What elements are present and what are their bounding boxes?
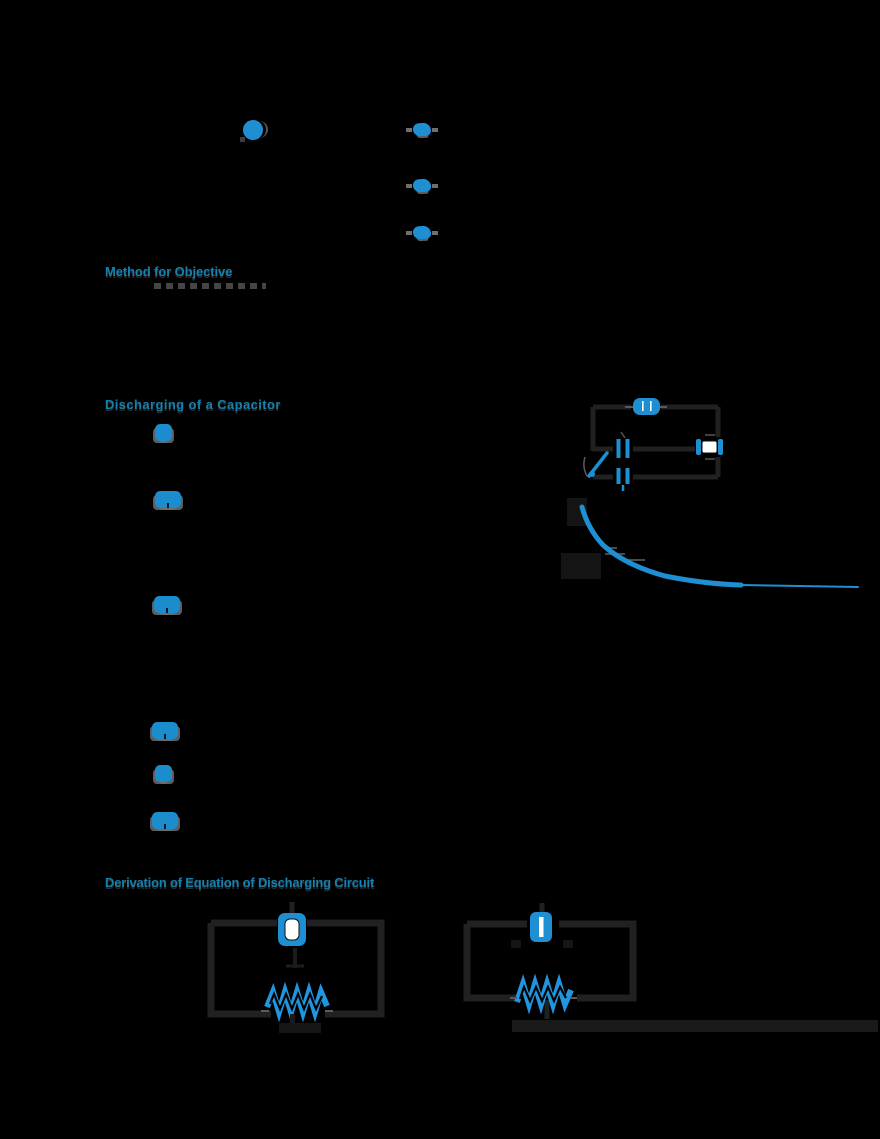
list-number-marker [155,491,181,508]
equation-marker-icon [406,224,438,242]
equation-marker-blob [412,122,432,137]
circle-badge-icon [240,120,268,142]
equation-marker-icon [406,177,438,195]
switch-symbol [583,451,609,478]
list-number-marker [152,812,178,829]
circuit-wires [590,404,721,480]
battery-symbol [625,398,667,415]
inner-wire-marks [286,948,304,968]
battery-symbol [530,912,552,942]
rc-circuit-figure [561,398,859,588]
discharge-circuit-lamp-figure [207,902,385,1033]
capacitor-symbol [616,431,630,458]
list-number-marker [155,424,172,441]
ghost-axis-label [561,553,601,579]
heading-discharging-of-a-capacitor: Discharging of a Capacitor [105,397,281,412]
inner-wire-marks [511,940,573,948]
equation-marker-icon [406,121,438,139]
equation-marker-blob [412,225,432,240]
decay-curve [579,504,859,588]
list-number-marker [155,765,172,782]
heading-derivation-of-equation: Derivation of Equation of Discharging Ci… [105,875,375,890]
caption-fragments [279,1014,321,1033]
list-number-marker [154,596,180,613]
resistor-symbol [510,973,577,1015]
heading-method-for-objective: Method for Objective [105,264,233,279]
list-number-marker [152,722,178,739]
discharge-circuit-battery-figure [463,903,637,1030]
lamp-symbol [278,913,306,946]
resistor-symbol [696,434,723,460]
illegible-text-fragments [154,283,266,289]
capacitor-symbol [616,468,630,491]
resistor-symbol [261,981,333,1023]
faint-text-band [512,1020,878,1032]
equation-marker-blob [412,178,432,193]
circuit-wires [207,902,385,1018]
circuit-wires [463,903,637,1019]
